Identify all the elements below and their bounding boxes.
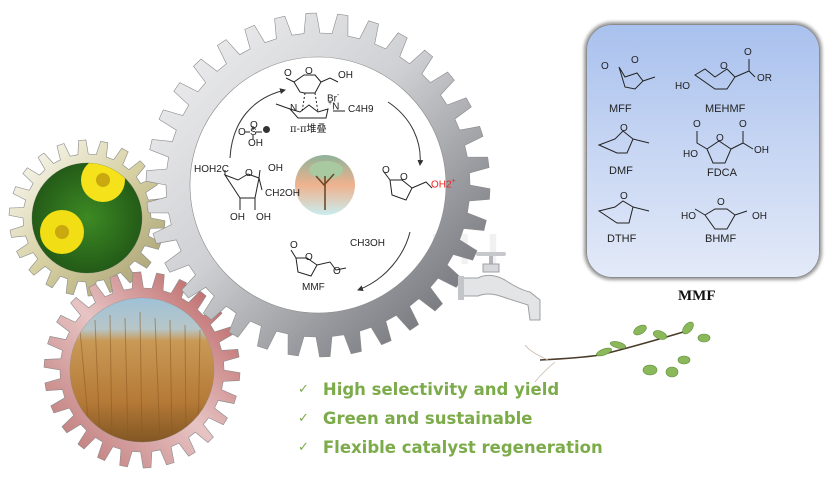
reaction-cycle-arrows bbox=[229, 88, 424, 292]
mff-o2: O bbox=[631, 55, 639, 66]
fdca-oh: OH bbox=[754, 145, 769, 156]
hmf-ring-o: O bbox=[400, 172, 408, 183]
catalyst-support-bead bbox=[263, 126, 270, 133]
catalyst-o-top: O bbox=[250, 120, 258, 131]
imidazolium-n-right: +N bbox=[328, 100, 340, 113]
fructose-ring-o: O bbox=[245, 168, 253, 179]
fructose-hoh2c: HOH2C bbox=[194, 164, 230, 175]
imidazolium-n-left: N bbox=[290, 103, 298, 114]
dthf-label: DTHF bbox=[607, 233, 637, 245]
mehmf-o-ring: O bbox=[720, 61, 728, 72]
mmf-ring-o: O bbox=[305, 252, 313, 263]
gearG-shape bbox=[145, 12, 491, 358]
dandelion-flower-bottom bbox=[40, 210, 84, 254]
methanol-reagent: CH3OH bbox=[350, 238, 386, 249]
mmf-product-label: MMF bbox=[302, 282, 325, 293]
fdca-ho: HO bbox=[683, 149, 698, 160]
catalyst-s: S bbox=[250, 127, 257, 138]
benefit-item: ✓ Green and sustainable bbox=[298, 404, 603, 433]
bhmf-oh: OH bbox=[752, 211, 767, 222]
arrow-fructose-to-complex bbox=[229, 88, 286, 159]
mff-o1: O bbox=[601, 61, 609, 72]
dry-corn-field-photo bbox=[70, 298, 214, 442]
structure-bonds bbox=[223, 74, 433, 277]
fructose-oh-bottom-left: OH bbox=[230, 212, 245, 223]
benefit-text: Green and sustainable bbox=[322, 409, 533, 428]
mmf-carbonyl-o: O bbox=[290, 240, 298, 251]
bhmf-label: BHMF bbox=[705, 233, 737, 245]
fructose-oh-bottom-right: OH bbox=[256, 212, 271, 223]
hmf-carbonyl-o: O bbox=[382, 165, 390, 176]
complex-ring-o: O bbox=[305, 66, 313, 77]
check-icon: ✓ bbox=[298, 440, 309, 455]
catalyst-o-left: O bbox=[238, 127, 246, 138]
catalyst-oh: OH bbox=[248, 138, 263, 149]
bhmf-o-ring: O bbox=[717, 197, 725, 208]
arrow-hmf-to-mmf bbox=[357, 231, 411, 292]
complex-carbonyl-o: O bbox=[284, 68, 292, 79]
pi-pi-stacking-label: π-π堆叠 bbox=[290, 124, 327, 135]
fructose-oh-top: OH bbox=[268, 163, 283, 174]
benefit-text: High selectivity and yield bbox=[322, 380, 560, 399]
butyl-group: C4H9 bbox=[348, 104, 374, 115]
arrow-complex-to-hmf bbox=[387, 101, 424, 166]
fdca-o-ring: O bbox=[716, 133, 724, 144]
dthf-o: O bbox=[620, 191, 628, 202]
benefits-list: ✓ High selectivity and yield ✓ Green and… bbox=[298, 375, 603, 462]
mehmf-ho: HO bbox=[675, 81, 690, 92]
mehmf-label: MEHMF bbox=[705, 103, 746, 115]
fdca-o1: O bbox=[693, 119, 701, 130]
bhmf-ho: HO bbox=[681, 211, 696, 222]
center-tree-icon bbox=[295, 155, 355, 215]
bromide-ion: Br- bbox=[327, 92, 340, 105]
central-gear bbox=[145, 12, 491, 358]
mehmf-o-carbonyl: O bbox=[744, 47, 752, 58]
mmf-ether-o: O bbox=[333, 266, 341, 277]
derivatives-caption: MMF bbox=[678, 288, 716, 304]
check-icon: ✓ bbox=[298, 382, 309, 397]
water-faucet-illustration bbox=[458, 252, 541, 321]
fdca-o2: O bbox=[739, 119, 747, 130]
fructose-ch2oh: CH2OH bbox=[265, 188, 301, 199]
complex-oh: OH bbox=[338, 70, 353, 81]
benefit-item: ✓ High selectivity and yield bbox=[298, 375, 603, 404]
mmf-derivatives-panel: O O MFF HO O O OR MEHMF O DMF O O HO O O… bbox=[586, 24, 820, 278]
mehmf-or: OR bbox=[757, 73, 772, 84]
benefit-text: Flexible catalyst regeneration bbox=[322, 438, 603, 457]
green-plant-illustration bbox=[524, 321, 711, 383]
dmf-o: O bbox=[620, 123, 628, 134]
fdca-label: FDCA bbox=[707, 167, 737, 179]
derivative-structures bbox=[597, 59, 756, 230]
check-icon: ✓ bbox=[298, 411, 309, 426]
hmf-protonated-oh2: OH2+ bbox=[431, 178, 456, 191]
mff-label: MFF bbox=[609, 103, 632, 115]
dmf-label: DMF bbox=[609, 165, 633, 177]
benefit-item: ✓ Flexible catalyst regeneration bbox=[298, 433, 603, 462]
